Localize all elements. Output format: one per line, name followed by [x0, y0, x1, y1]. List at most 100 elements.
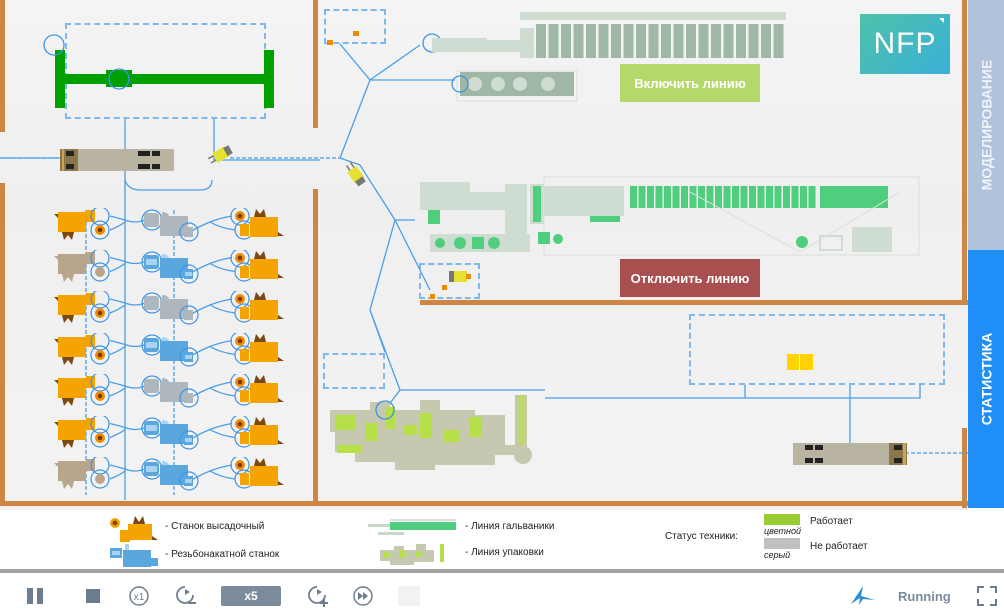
- upsetting-machine[interactable]: [226, 457, 290, 491]
- threading-machine[interactable]: [138, 374, 200, 408]
- row-path: [109, 339, 236, 358]
- threading-machine[interactable]: [138, 208, 200, 242]
- upsetting-machine[interactable]: [52, 415, 114, 450]
- upsetting-machine[interactable]: [226, 415, 290, 450]
- galvanic-tank: [808, 186, 816, 208]
- pallet: [430, 294, 435, 299]
- row-path: [109, 215, 236, 233]
- crane: [43, 34, 274, 108]
- tab-modeling-label: МОДЕЛИРОВАНИЕ: [978, 59, 994, 191]
- galvanic-tank: [740, 186, 748, 208]
- upsetting-machine[interactable]: [52, 291, 114, 325]
- wall: [420, 300, 968, 305]
- speed-value-display: x5: [221, 586, 281, 606]
- tab-statistics-label: СТАТИСТИКА: [978, 332, 994, 426]
- galvanic-line-2: [420, 176, 920, 256]
- galvanic-line-1: [422, 12, 786, 102]
- wall: [313, 189, 318, 505]
- galvanic-tank: [706, 186, 714, 208]
- galvanic-tank: [636, 24, 646, 58]
- galvanic-tank: [748, 24, 759, 58]
- fast-forward-button[interactable]: [352, 585, 374, 607]
- galvanic-tank: [723, 24, 734, 58]
- threading-machine-icon: [110, 544, 158, 567]
- threading-machine[interactable]: [138, 457, 200, 491]
- upsetting-machine[interactable]: [52, 332, 114, 367]
- galvanic-tank: [689, 186, 697, 208]
- speed-x1-label: x1: [134, 592, 145, 603]
- pallet: [353, 31, 359, 36]
- forklift: [208, 145, 233, 164]
- divider: [0, 569, 1004, 573]
- legend-upsetting-label: - Станок высадочный: [165, 521, 265, 532]
- pallet: [327, 40, 333, 45]
- enable-line-button[interactable]: Включить линию: [620, 64, 760, 102]
- storage-zone: [689, 314, 945, 385]
- galvanic-tank: [586, 24, 596, 58]
- threading-machine[interactable]: [138, 416, 200, 450]
- wall: [0, 501, 968, 506]
- galvanic-tank: [638, 186, 646, 208]
- galvanic-tank: [673, 24, 684, 58]
- upsetting-machine-icon: [110, 516, 158, 542]
- galvanic-tank: [698, 24, 709, 58]
- pause-button[interactable]: [26, 587, 46, 605]
- galvanic-tank: [648, 24, 659, 58]
- upsetting-machine[interactable]: [52, 457, 114, 491]
- galvanic-tank: [630, 186, 637, 208]
- galvanic-tank: [548, 24, 559, 58]
- galvanic-tank: [623, 24, 634, 58]
- speed-x1-button[interactable]: x1: [128, 585, 150, 607]
- blank-button[interactable]: [398, 586, 420, 606]
- legend-packing-label: - Линия упаковки: [465, 547, 544, 558]
- upsetting-machine[interactable]: [52, 374, 114, 408]
- stop-button[interactable]: [85, 588, 101, 604]
- row-connectors: [109, 215, 236, 482]
- fullscreen-icon[interactable]: [976, 585, 998, 607]
- galvanic-tank: [800, 186, 807, 208]
- status-running: Running: [898, 589, 951, 604]
- logo-text: NFP: [873, 27, 937, 60]
- upsetting-machine[interactable]: [226, 291, 290, 325]
- box-divider: [799, 354, 800, 370]
- galvanic-tank: [761, 24, 771, 58]
- galvanic-tank: [774, 186, 782, 208]
- playback-toolbar: x1 x5 Running: [0, 573, 1004, 614]
- row-path: [109, 422, 236, 441]
- tab-statistics[interactable]: СТАТИСТИКА: [968, 250, 1004, 508]
- galvanic-tank: [791, 186, 799, 208]
- galvanic-tank: [536, 24, 546, 58]
- galvanic-tank: [711, 24, 721, 58]
- galvanic-tank: [723, 186, 731, 208]
- wall: [962, 428, 967, 508]
- tab-modeling[interactable]: МОДЕЛИРОВАНИЕ: [968, 0, 1004, 250]
- factory-canvas[interactable]: Включить линию Отключить линию NFP: [0, 0, 968, 510]
- galvanic-tank: [661, 24, 671, 58]
- threading-machine[interactable]: [138, 250, 200, 284]
- paths-layer: [0, 34, 968, 500]
- forklift: [449, 271, 471, 282]
- upsetting-machine[interactable]: [226, 332, 290, 367]
- upsetting-machine[interactable]: [52, 208, 114, 242]
- speed-up-button[interactable]: [306, 584, 330, 610]
- truck: [793, 443, 907, 465]
- galvanic-tank: [611, 24, 621, 58]
- galvanic-tank: [672, 186, 680, 208]
- galvanic-tank: [749, 186, 756, 208]
- upsetting-machine[interactable]: [226, 374, 290, 408]
- galvanic-tank: [773, 24, 784, 58]
- storage-zone: [419, 263, 480, 299]
- legend: - Станок высадочный - Резьбонакатной ста…: [0, 510, 1004, 570]
- slow-down-button[interactable]: [174, 584, 198, 608]
- galvanic-tank: [757, 186, 765, 208]
- upsetting-machine[interactable]: [226, 249, 290, 284]
- threading-machine[interactable]: [138, 291, 200, 325]
- wall: [313, 0, 318, 128]
- galvanic-tank: [715, 186, 722, 208]
- upsetting-machine[interactable]: [52, 249, 114, 284]
- disable-line-button[interactable]: Отключить линию: [620, 259, 760, 297]
- upsetting-machine[interactable]: [226, 208, 290, 242]
- galvanic-tank: [598, 24, 609, 58]
- threading-machine[interactable]: [138, 333, 200, 367]
